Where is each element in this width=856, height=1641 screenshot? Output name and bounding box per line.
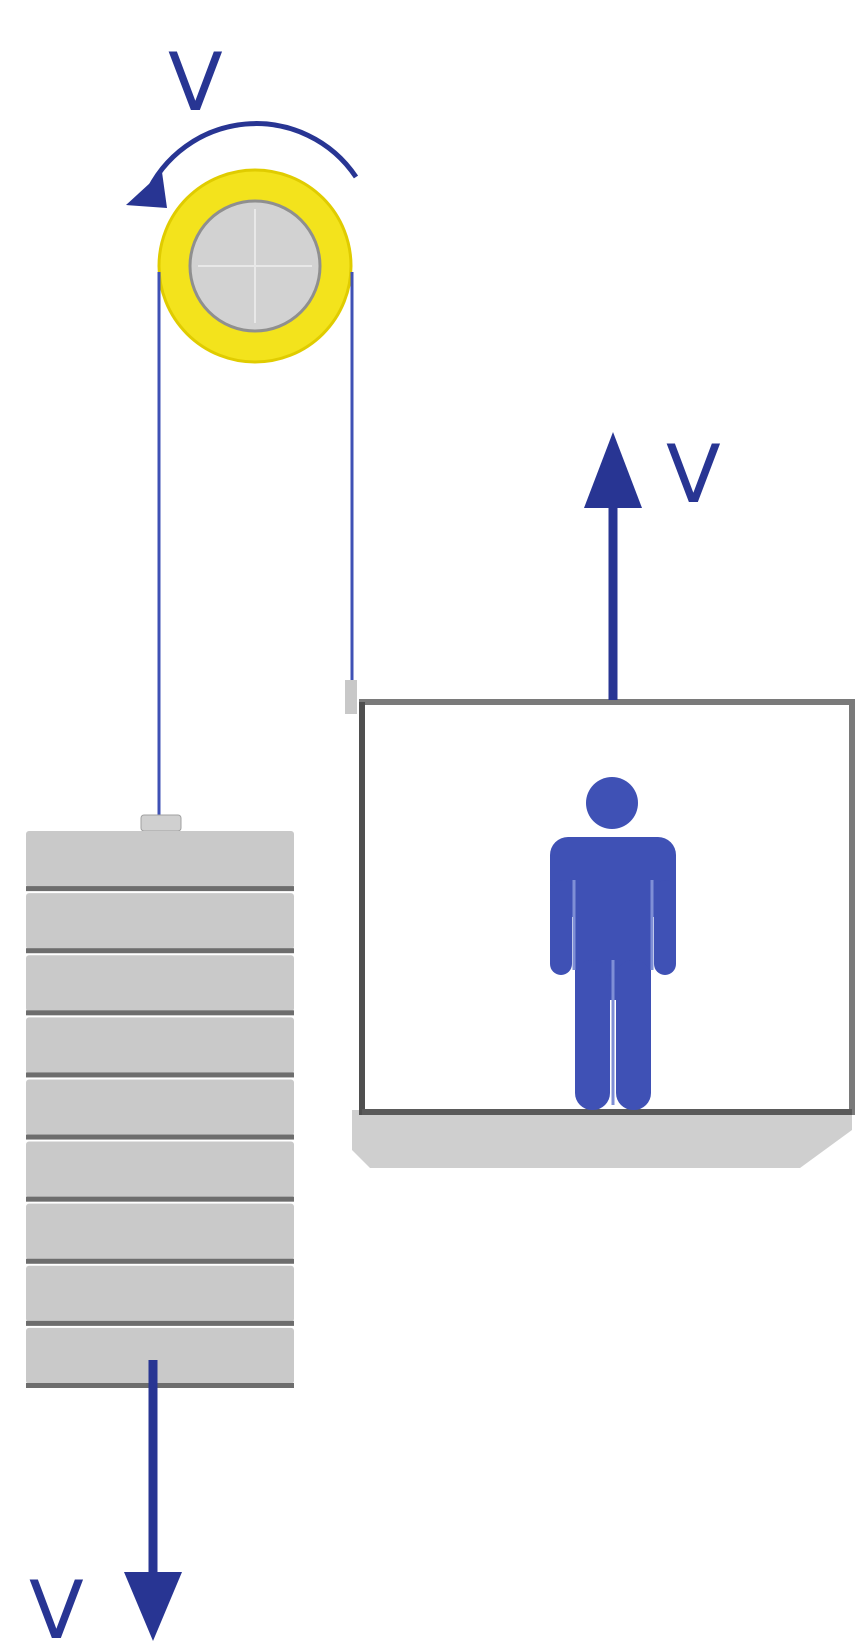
weight-plate bbox=[26, 1141, 294, 1198]
weight-plate-divider bbox=[26, 1010, 294, 1016]
counterweight-velocity-label: V bbox=[29, 1564, 84, 1641]
weight-plate bbox=[26, 1265, 294, 1322]
pulley-rotation-arrow bbox=[126, 121, 359, 208]
weight-plate-divider bbox=[26, 948, 294, 954]
elevator-car bbox=[345, 680, 855, 1168]
weight-plate bbox=[26, 1017, 294, 1074]
car-velocity-label: V bbox=[666, 428, 721, 521]
weight-plate bbox=[26, 893, 294, 950]
car-floor bbox=[352, 1110, 852, 1168]
weight-plate-divider bbox=[26, 886, 294, 892]
weight-plate-divider bbox=[26, 1196, 294, 1202]
pulley bbox=[157, 168, 353, 364]
weight-plate bbox=[26, 831, 294, 888]
weight-plate-divider bbox=[26, 1320, 294, 1326]
weight-plate bbox=[26, 1203, 294, 1260]
weight-plate-divider bbox=[26, 1134, 294, 1140]
person-icon bbox=[550, 777, 676, 1110]
pulley-velocity-label: V bbox=[168, 36, 223, 129]
weight-plate-divider bbox=[26, 1258, 294, 1264]
weight-plate bbox=[26, 1327, 294, 1384]
car-arrowhead bbox=[584, 432, 642, 508]
counterweight bbox=[26, 814, 294, 1388]
weight-plates bbox=[26, 831, 294, 1388]
counterweight-hook bbox=[140, 814, 182, 832]
weight-plate bbox=[26, 1079, 294, 1136]
counterweight-arrowhead bbox=[124, 1572, 182, 1641]
weight-plate-divider bbox=[26, 1383, 294, 1388]
weight-plate-divider bbox=[26, 1072, 294, 1078]
rope-attach bbox=[345, 680, 357, 714]
weight-plate bbox=[26, 955, 294, 1012]
